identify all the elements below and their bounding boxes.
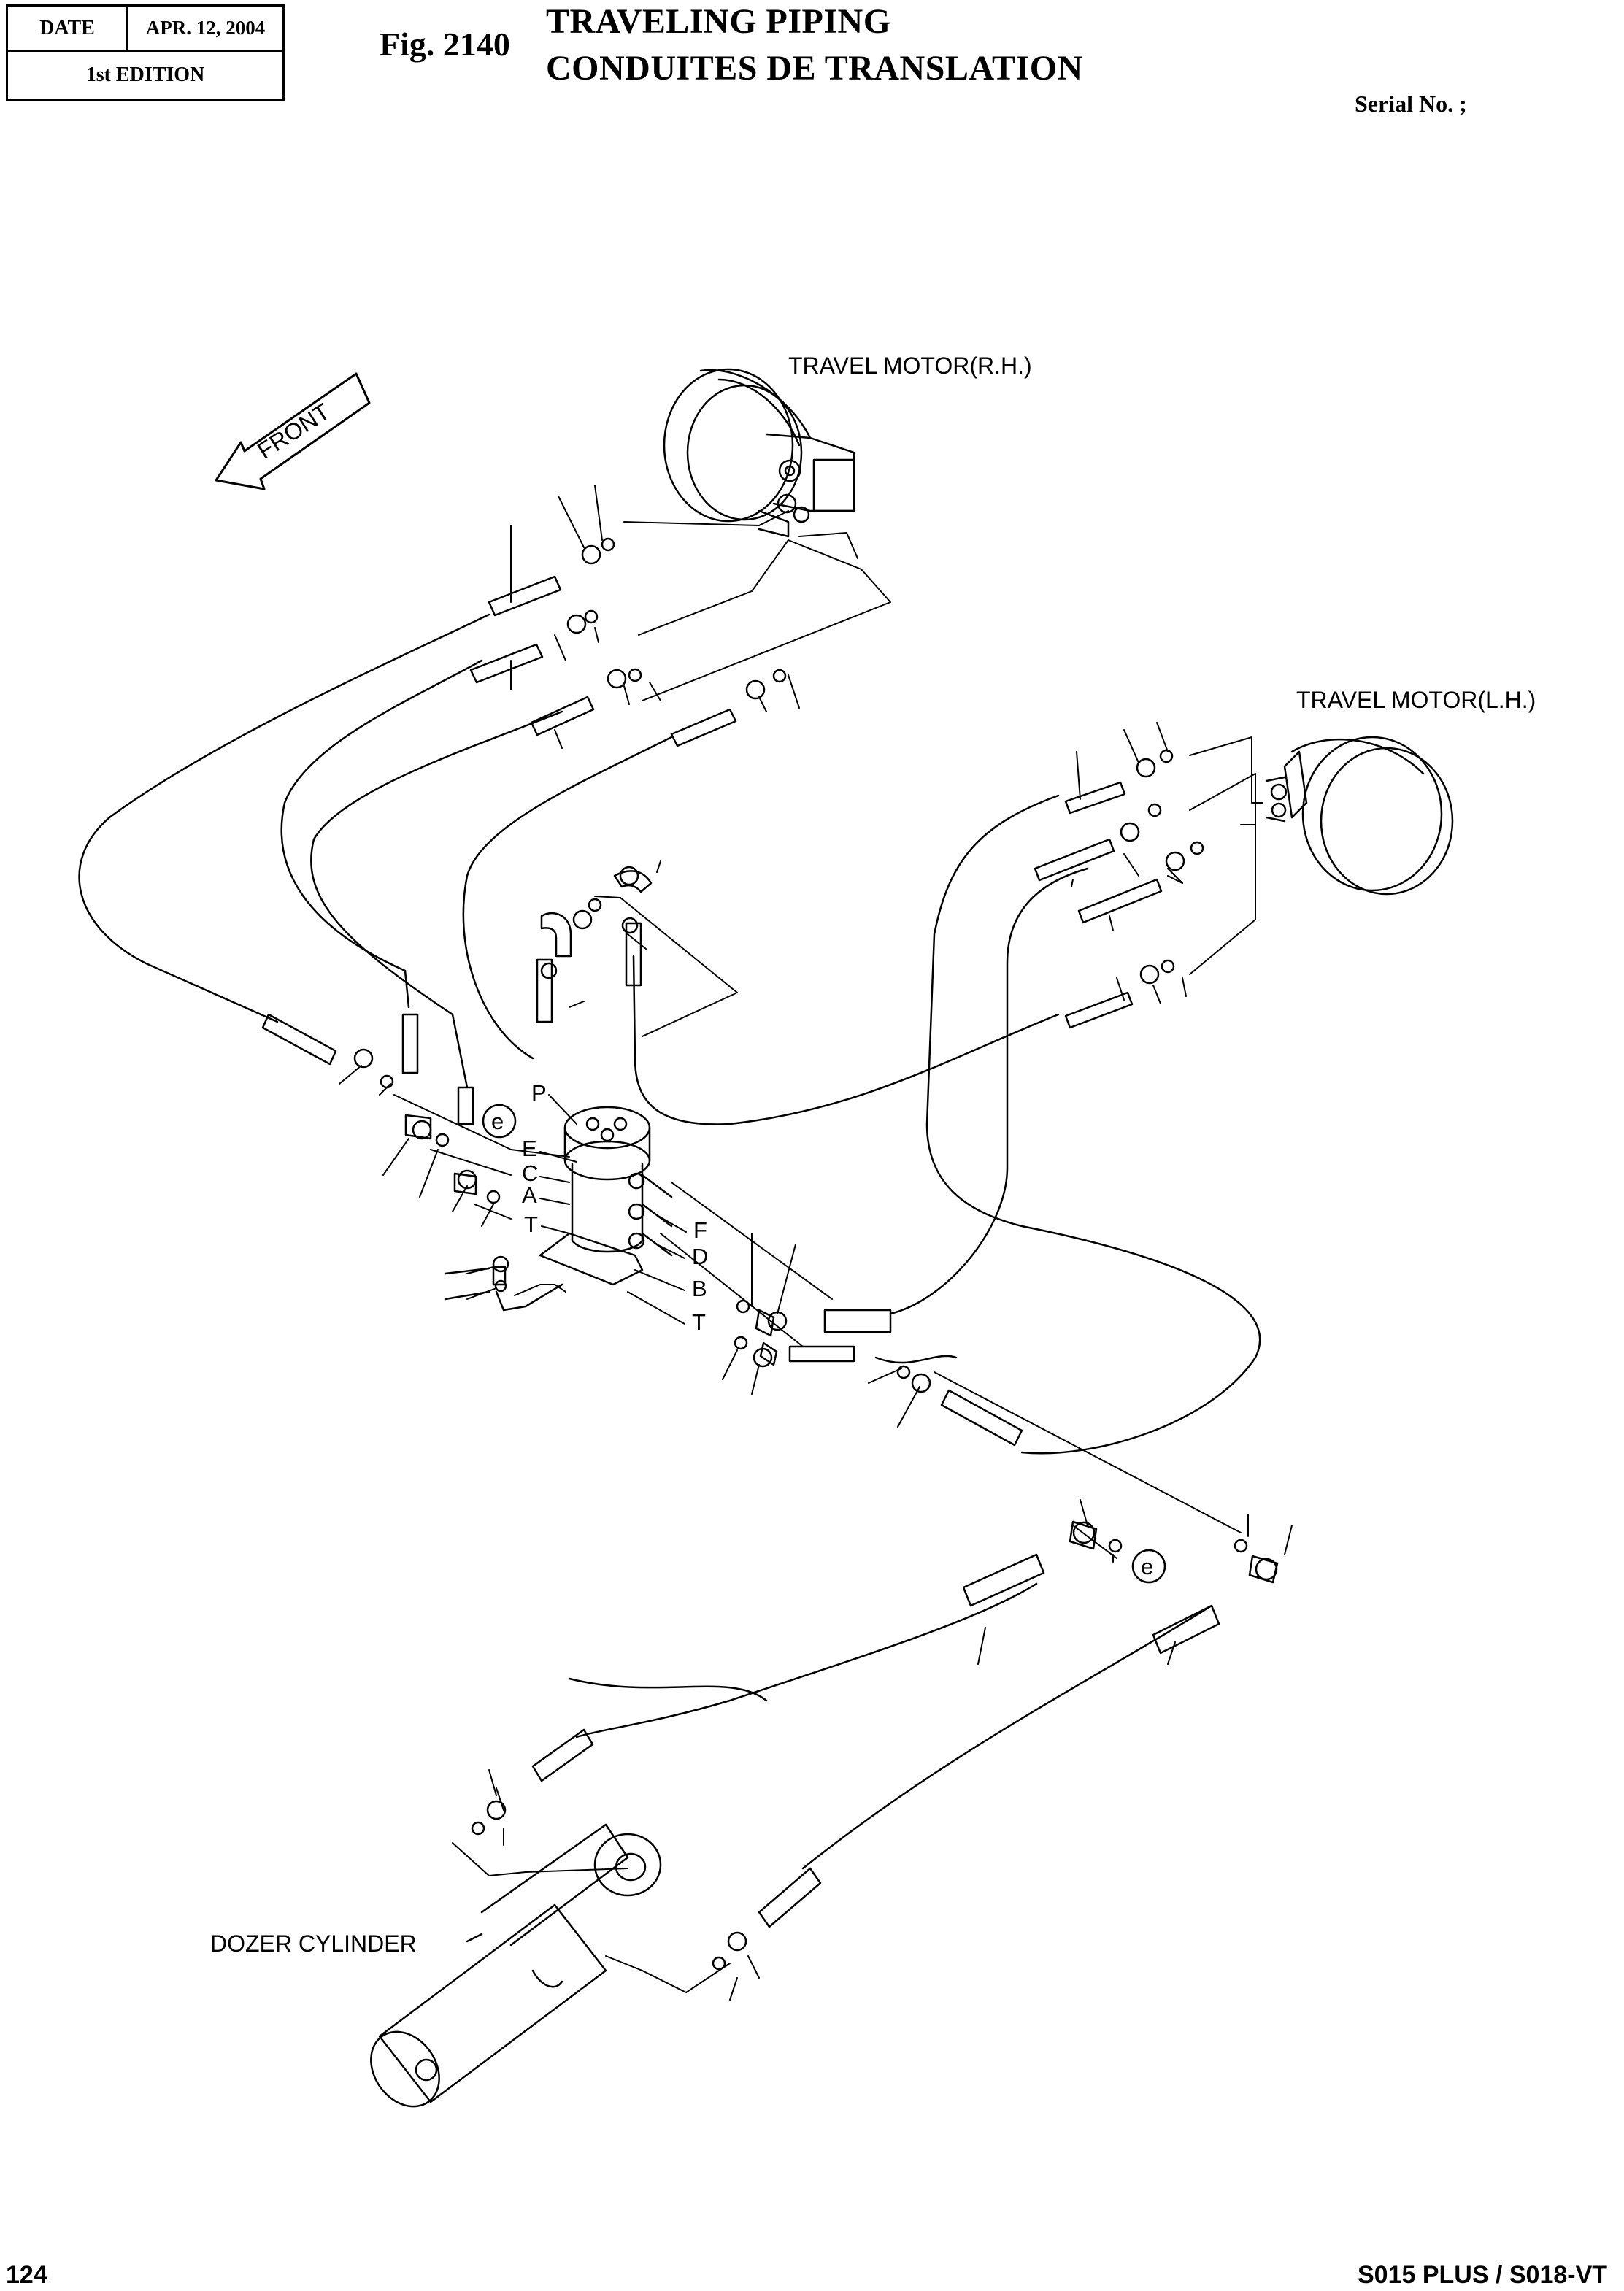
title-french: CONDUITES DE TRANSLATION [546,49,1083,88]
leader-lines [339,485,1293,2001]
port-label-t-left: T [524,1212,538,1237]
port-label-c: C [522,1160,538,1186]
serial-number-label: Serial No. ; [1355,91,1467,117]
travel-motor-rh-label: TRAVEL MOTOR(R.H.) [788,353,1032,379]
port-label-e: E [522,1136,537,1161]
swivel-mount-bolts [444,1266,563,1312]
dozer-cylinder-label: DOZER CYLINDER [210,1930,417,1957]
model-name: S015 PLUS / S018-VT [1358,2261,1608,2289]
title-english: TRAVELING PIPING [546,2,891,41]
revision-box: DATE APR. 12, 2004 1st EDITION [6,4,285,101]
ref-marker-e-lower: e [1131,1549,1166,1584]
swivel-joint [539,1106,673,1286]
fittings [353,537,1278,1971]
svg-text:e: e [1141,1554,1153,1579]
port-label-b: B [692,1276,707,1301]
page-number: 124 [6,2261,47,2289]
date-label: DATE [8,7,128,52]
travel-motor-lh-label: TRAVEL MOTOR(L.H.) [1296,687,1536,713]
port-label-p: P [531,1080,547,1106]
svg-text:e: e [491,1109,504,1134]
travel-motor-lh [1265,736,1454,896]
dozer-cylinder [370,1823,662,2108]
figure-number: Fig. 2140 [380,26,510,63]
hose-sleeves [261,575,1220,1928]
port-label-a: A [522,1182,537,1208]
front-arrow-icon: FRONT [215,372,371,490]
edition-label: 1st EDITION [85,63,205,86]
hose-lines [78,613,1261,1870]
date-value: APR. 12, 2004 [128,7,282,52]
elbow-fittings [404,870,1279,1584]
travel-motor-rh [663,368,855,538]
ref-marker-e-upper: e [482,1104,517,1139]
front-label: FRONT [253,398,334,464]
swivel-port-labels-right: F D B T [692,1217,708,1335]
port-label-t-right: T [692,1309,706,1335]
port-label-d: D [692,1244,708,1269]
port-label-f: F [693,1217,707,1243]
swivel-port-labels-left: P E C A T [522,1080,547,1237]
